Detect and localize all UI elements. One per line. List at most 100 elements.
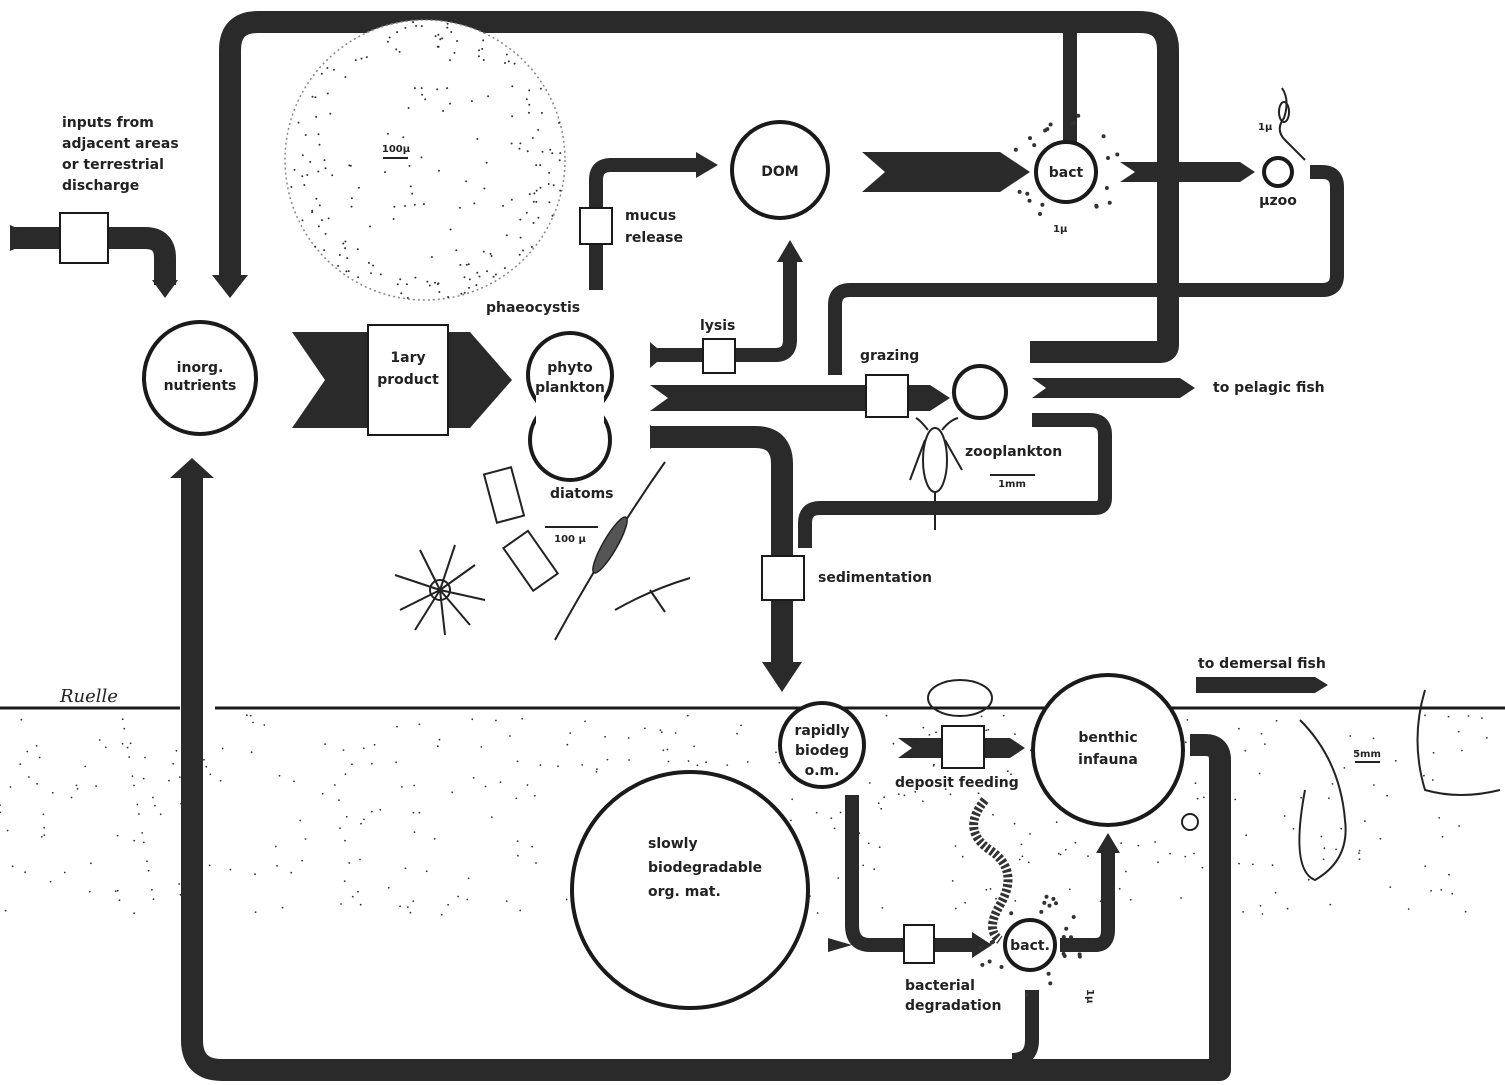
stipple-dot	[317, 170, 320, 173]
primary-label-1: 1ary	[390, 350, 425, 366]
stipple-dot	[1432, 751, 1435, 754]
stipple-dot	[413, 203, 416, 206]
dom-node	[730, 120, 830, 220]
stipple-dot	[373, 743, 376, 746]
stipple-dot	[1059, 853, 1062, 856]
stipple-dot	[509, 735, 511, 737]
stipple-dot	[1077, 952, 1082, 957]
stipple-dot	[324, 232, 327, 235]
stipple-dot	[1025, 191, 1030, 196]
stipple-dot	[528, 89, 531, 92]
stipple-dot	[151, 888, 153, 891]
stipple-dot	[254, 873, 256, 876]
stipple-dot	[438, 291, 441, 293]
stipple-dot	[1020, 843, 1023, 846]
stipple-dot	[505, 234, 508, 237]
stipple-dot	[515, 797, 518, 800]
stipple-dot	[453, 51, 456, 54]
stipple-dot	[337, 264, 340, 267]
stipple-dot	[1320, 835, 1323, 838]
stipple-dot	[1440, 889, 1443, 891]
stipple-dot	[1335, 848, 1337, 851]
stipple-dot	[1032, 143, 1037, 148]
stipple-dot	[447, 296, 450, 298]
stipple-dot	[989, 888, 992, 890]
stipple-dot	[1430, 889, 1432, 892]
stipple-dot	[446, 26, 449, 29]
stipple-dot	[522, 249, 524, 252]
stipple-dot	[1343, 767, 1346, 769]
stipple-dot	[338, 254, 341, 256]
mucus-label-2: release	[625, 230, 683, 246]
stipple-dot	[326, 67, 329, 69]
stipple-dot	[1048, 981, 1053, 986]
mucus-arrowhead	[696, 152, 718, 178]
stipple-dot	[0, 811, 2, 814]
bact-bottom-arrowhead	[972, 932, 992, 958]
stipple-dot	[816, 912, 819, 914]
stipple-dot	[1046, 971, 1051, 976]
stipple-dot	[1027, 861, 1030, 864]
zooplankton-label: zooplankton	[965, 444, 1062, 460]
rapidly-label-3: o.m.	[805, 763, 840, 779]
stipple-dot	[1120, 842, 1122, 844]
stipple-dot	[1364, 820, 1366, 823]
stipple-dot	[51, 791, 54, 794]
stipple-dot	[1027, 198, 1032, 203]
stipple-dot	[252, 721, 254, 724]
stipple-dot	[363, 818, 365, 821]
stipple-dot	[400, 292, 403, 295]
stipple-dot	[297, 121, 300, 124]
stipple-dot	[263, 724, 266, 726]
stipple-dot	[467, 877, 470, 880]
stipple-dot	[311, 95, 314, 98]
phyto-label-1: phyto	[547, 360, 593, 376]
stipple-dot	[878, 846, 881, 849]
bivalve-sketch	[927, 679, 993, 717]
stipple-dot	[121, 742, 124, 745]
primary-product-box	[367, 324, 449, 436]
stipple-dot	[345, 270, 348, 273]
stipple-dot	[1451, 892, 1454, 895]
stipple-dot	[644, 727, 646, 730]
stipple-dot	[516, 840, 519, 842]
arrow-up-to-nutrients	[170, 458, 214, 478]
dom-to-bact-arrow	[862, 152, 1030, 192]
stipple-dot	[485, 161, 488, 164]
lysis-pipe	[650, 258, 797, 362]
stipple-dot	[1424, 865, 1427, 868]
stipple-dot	[1386, 794, 1388, 797]
stipple-dot	[837, 877, 840, 879]
stipple-dot	[19, 763, 22, 765]
bacterial-degradation-control-box	[903, 924, 935, 964]
stipple-dot	[736, 732, 738, 735]
inputs-label-2: adjacent areas	[62, 136, 179, 152]
stipple-dot	[333, 68, 335, 71]
stipple-dot	[628, 759, 630, 761]
benthic-label-1: benthic	[1078, 730, 1137, 746]
stipple-dot	[830, 817, 833, 819]
scale-5mm-label: 5mm	[1353, 749, 1381, 760]
recycle-pipe-top	[219, 11, 1179, 363]
stipple-dot	[281, 906, 284, 909]
stipple-dot	[405, 283, 408, 286]
stipple-dot	[437, 33, 440, 36]
stipple-dot	[494, 273, 497, 276]
stipple-dot	[175, 749, 178, 752]
stipple-dot	[1264, 743, 1266, 745]
stipple-dot	[70, 796, 73, 799]
stipple-dot	[0, 804, 1, 806]
stipple-dot	[379, 273, 382, 276]
bact-top-node	[1034, 140, 1098, 204]
stipple-dot	[569, 732, 572, 734]
stipple-dot	[1186, 719, 1189, 721]
stipple-dot	[559, 152, 562, 155]
stipple-dot	[49, 880, 52, 883]
stipple-dot	[1340, 827, 1343, 830]
stipple-dot	[306, 174, 309, 176]
stipple-dot	[20, 718, 23, 721]
stipple-dot	[951, 880, 954, 882]
stipple-dot	[1196, 797, 1199, 800]
stipple-dot	[250, 751, 253, 754]
stipple-dot	[961, 855, 964, 858]
